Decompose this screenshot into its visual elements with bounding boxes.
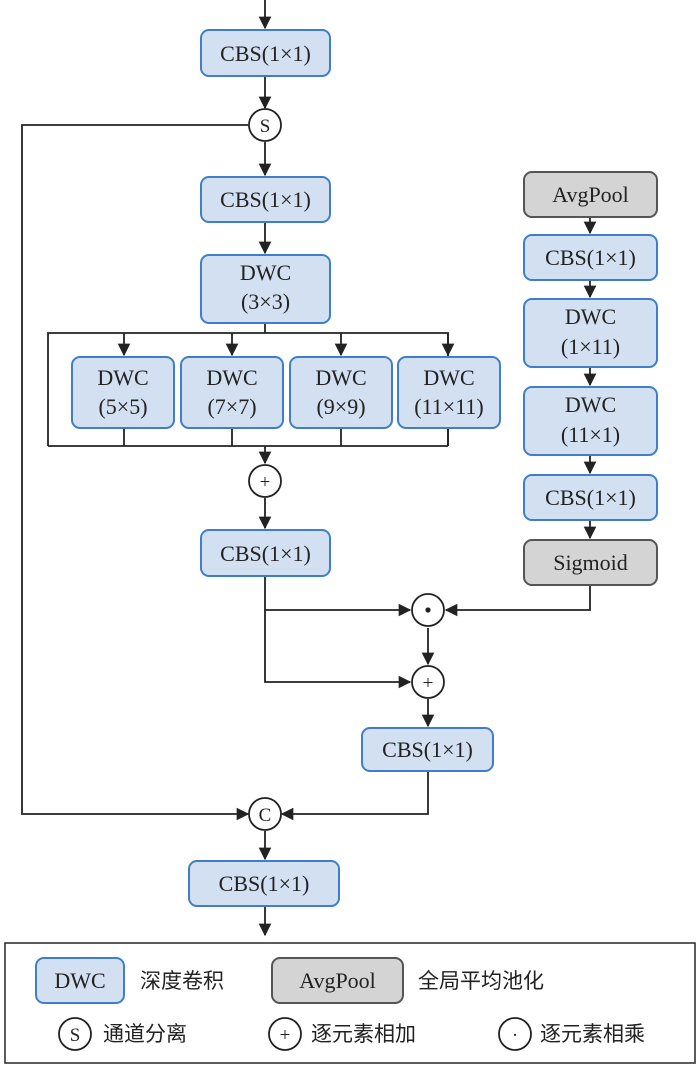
add-operator-residual: + xyxy=(411,665,445,699)
dwc-9x9-kernel: (9×9) xyxy=(316,394,365,419)
legend-add-text: 逐元素相加 xyxy=(311,1022,416,1046)
dwc-11x11-block: DWC (11×11) xyxy=(397,356,501,429)
cbs-b-block: CBS(1×1) xyxy=(523,474,658,521)
split-operator: S xyxy=(248,108,282,142)
legend-add-symbol: + xyxy=(280,1025,291,1046)
cbs-bottom-label: CBS(1×1) xyxy=(219,871,310,896)
cbs-2-block: CBS(1×1) xyxy=(200,176,331,223)
dwc-5x5-title: DWC xyxy=(97,365,148,390)
dwc-7x7-block: DWC (7×7) xyxy=(180,356,284,429)
legend-dwc-box-label: DWC xyxy=(54,968,105,993)
sigmoid-label: Sigmoid xyxy=(553,550,628,575)
legend-avgpool-text: 全局平均池化 xyxy=(418,969,544,993)
dwc-11x1-kernel: (11×1) xyxy=(561,422,620,447)
cbs-a-label: CBS(1×1) xyxy=(545,245,636,270)
cbs-bottom-block: CBS(1×1) xyxy=(188,860,340,907)
dwc-9x9-title: DWC xyxy=(315,365,366,390)
dwc-7x7-title: DWC xyxy=(206,365,257,390)
legend-avgpool-box-label: AvgPool xyxy=(299,968,376,993)
split-symbol: S xyxy=(260,116,271,137)
legend-split: S 通道分离 xyxy=(58,1017,187,1051)
concat-operator: C xyxy=(248,797,282,831)
legend-split-text: 通道分离 xyxy=(103,1022,187,1046)
dwc-1x11-block: DWC (1×11) xyxy=(523,298,658,368)
cbs-top-block: CBS(1×1) xyxy=(200,29,331,77)
connectors xyxy=(21,0,597,937)
dwc-5x5-kernel: (5×5) xyxy=(98,394,147,419)
cbs-merge-label: CBS(1×1) xyxy=(382,737,473,762)
cbs-after-sum-block: CBS(1×1) xyxy=(200,529,331,577)
legend-dwc-text: 深度卷积 xyxy=(140,969,224,993)
legend: DWC 深度卷积 AvgPool 全局平均池化 S 通道分离 + 逐元素相加 ·… xyxy=(4,942,696,1064)
add-symbol: + xyxy=(260,472,271,493)
cbs-after-sum-label: CBS(1×1) xyxy=(220,541,311,566)
cbs-b-label: CBS(1×1) xyxy=(545,485,636,510)
dwc-9x9-block: DWC (9×9) xyxy=(289,356,393,429)
legend-mul-text: 逐元素相乘 xyxy=(540,1022,645,1046)
dwc-1x11-kernel: (1×11) xyxy=(561,334,620,359)
legend-multiply: · 逐元素相乘 xyxy=(498,1017,645,1051)
add-symbol-2: + xyxy=(423,673,434,694)
cbs-merge-block: CBS(1×1) xyxy=(361,727,494,772)
legend-avgpool: AvgPool 全局平均池化 xyxy=(271,957,544,1004)
legend-split-symbol: S xyxy=(70,1025,81,1046)
add-operator-branches: + xyxy=(248,464,282,498)
dwc-5x5-block: DWC (5×5) xyxy=(71,356,175,429)
legend-mul-symbol: · xyxy=(512,1025,518,1046)
dwc-11x11-title: DWC xyxy=(423,365,474,390)
multiply-operator xyxy=(411,593,445,627)
legend-dwc: DWC 深度卷积 xyxy=(35,957,224,1004)
legend-add: + 逐元素相加 xyxy=(268,1017,416,1051)
dwc-3x3-kernel: (3×3) xyxy=(241,289,290,314)
dwc-11x1-block: DWC (11×1) xyxy=(523,386,658,456)
concat-symbol: C xyxy=(259,805,272,826)
dwc-3x3-title: DWC xyxy=(240,260,291,285)
avgpool-label: AvgPool xyxy=(552,182,629,207)
dwc-7x7-kernel: (7×7) xyxy=(207,394,256,419)
cbs-a-block: CBS(1×1) xyxy=(523,234,658,281)
sigmoid-block: Sigmoid xyxy=(523,539,658,586)
dwc-1x11-title: DWC xyxy=(565,304,616,329)
dwc-3x3-block: DWC (3×3) xyxy=(200,254,331,324)
dwc-11x11-kernel: (11×11) xyxy=(414,394,483,419)
cbs-2-label: CBS(1×1) xyxy=(220,187,311,212)
dwc-11x1-title: DWC xyxy=(565,392,616,417)
cbs-top-label: CBS(1×1) xyxy=(220,41,311,66)
avgpool-block: AvgPool xyxy=(523,171,658,218)
